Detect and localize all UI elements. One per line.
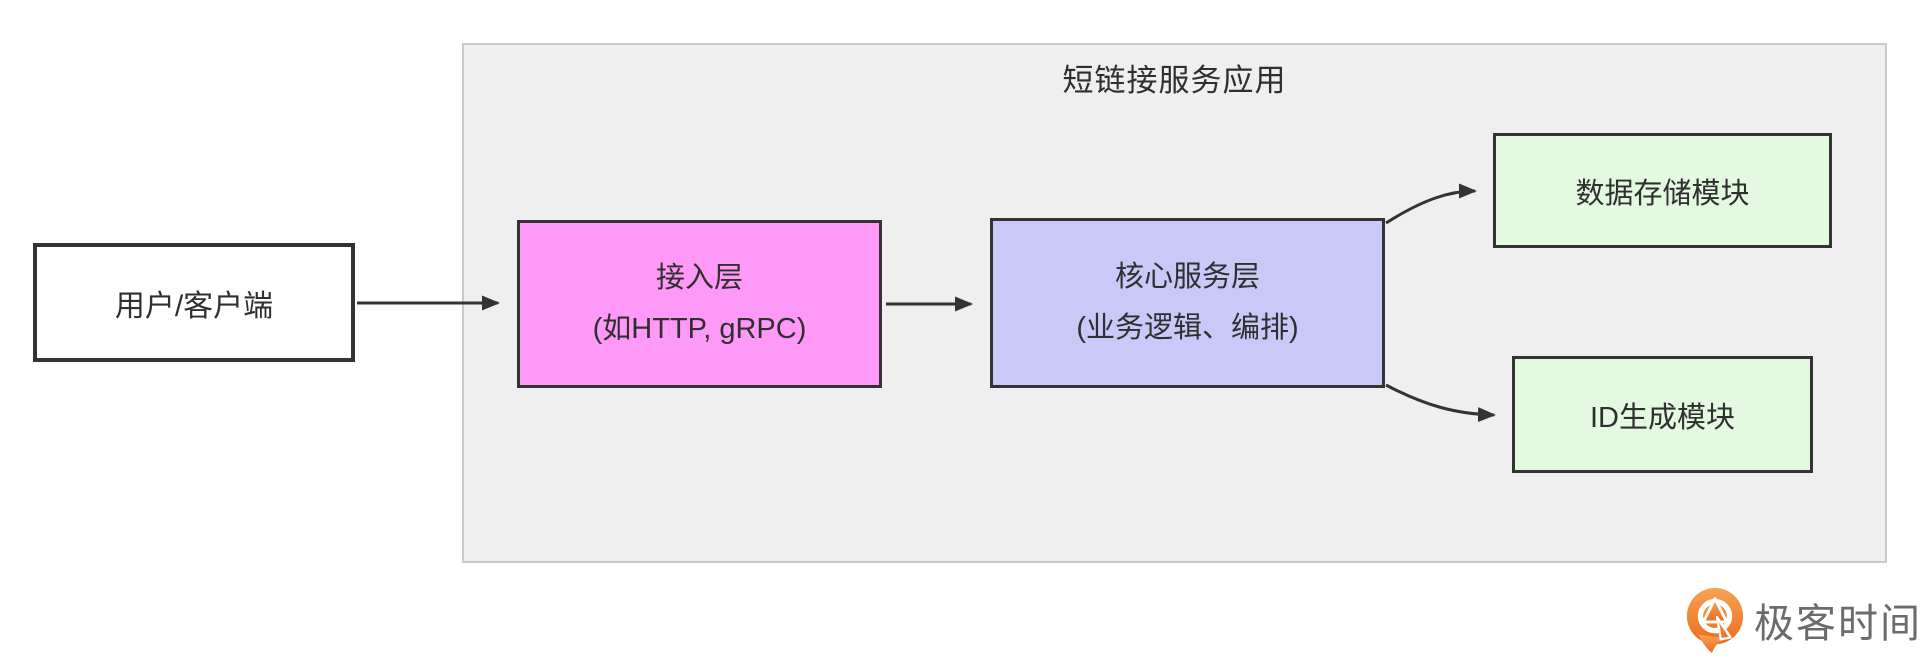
geektime-logo-text: 极客时间: [1754, 602, 1920, 646]
node-access-layer: 接入层 (如HTTP, gRPC): [517, 220, 882, 388]
node-core-label-line1: 核心服务层: [1114, 261, 1260, 294]
node-access-label-line1: 接入层: [655, 262, 743, 295]
node-idgen-label: ID生成模块: [1589, 401, 1735, 434]
node-client: 用户/客户端: [33, 243, 355, 362]
node-data-storage-module: 数据存储模块: [1493, 133, 1832, 248]
node-core-service-layer: 核心服务层 (业务逻辑、编排): [990, 218, 1385, 388]
brand-footer: 极客时间: [1684, 586, 1920, 654]
node-storage-label: 数据存储模块: [1575, 177, 1750, 210]
node-core-label-line2: (业务逻辑、编排): [1076, 312, 1299, 344]
geektime-logo-icon: [1686, 588, 1744, 653]
node-access-label-line2: (如HTTP, gRPC): [592, 313, 807, 345]
node-id-generator-module: ID生成模块: [1512, 356, 1813, 473]
node-client-label: 用户/客户端: [114, 289, 274, 323]
app-container-title: 短链接服务应用: [1062, 63, 1287, 98]
